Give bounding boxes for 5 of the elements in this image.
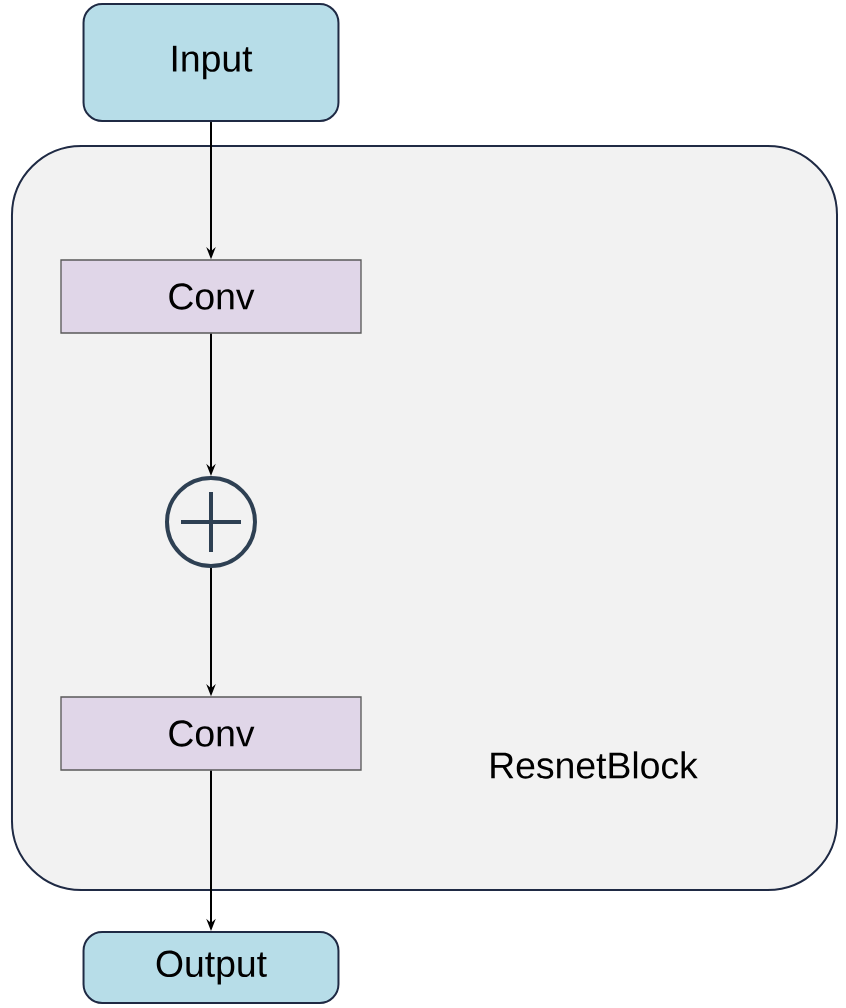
io-box: Input: [82, 3, 340, 123]
io-box: Output: [82, 931, 340, 1004]
sum-circle: [165, 476, 257, 568]
conv-box: Conv: [60, 696, 362, 771]
conv-box: Conv: [60, 259, 362, 334]
